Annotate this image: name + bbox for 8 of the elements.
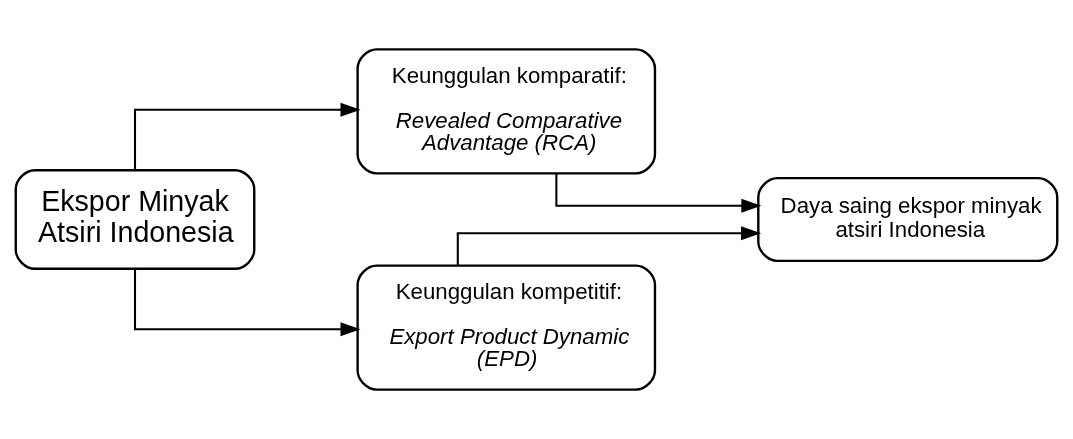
- node-box: Keunggulan kompetitif: Export Product Dynamic (EPD): [356, 264, 657, 391]
- arrow: [456, 226, 762, 266]
- arrow: [555, 173, 762, 213]
- node-box: Ekspor Minyak Atsiri Indonesia: [14, 169, 256, 270]
- node-box: Keunggulan komparatif: Revealed Comparative Advantage (RCA): [356, 48, 657, 175]
- arrow: [133, 102, 361, 170]
- arrow: [133, 269, 361, 337]
- node-box: Daya saing ekspor minyak atsiri Indonesia: [757, 176, 1059, 263]
